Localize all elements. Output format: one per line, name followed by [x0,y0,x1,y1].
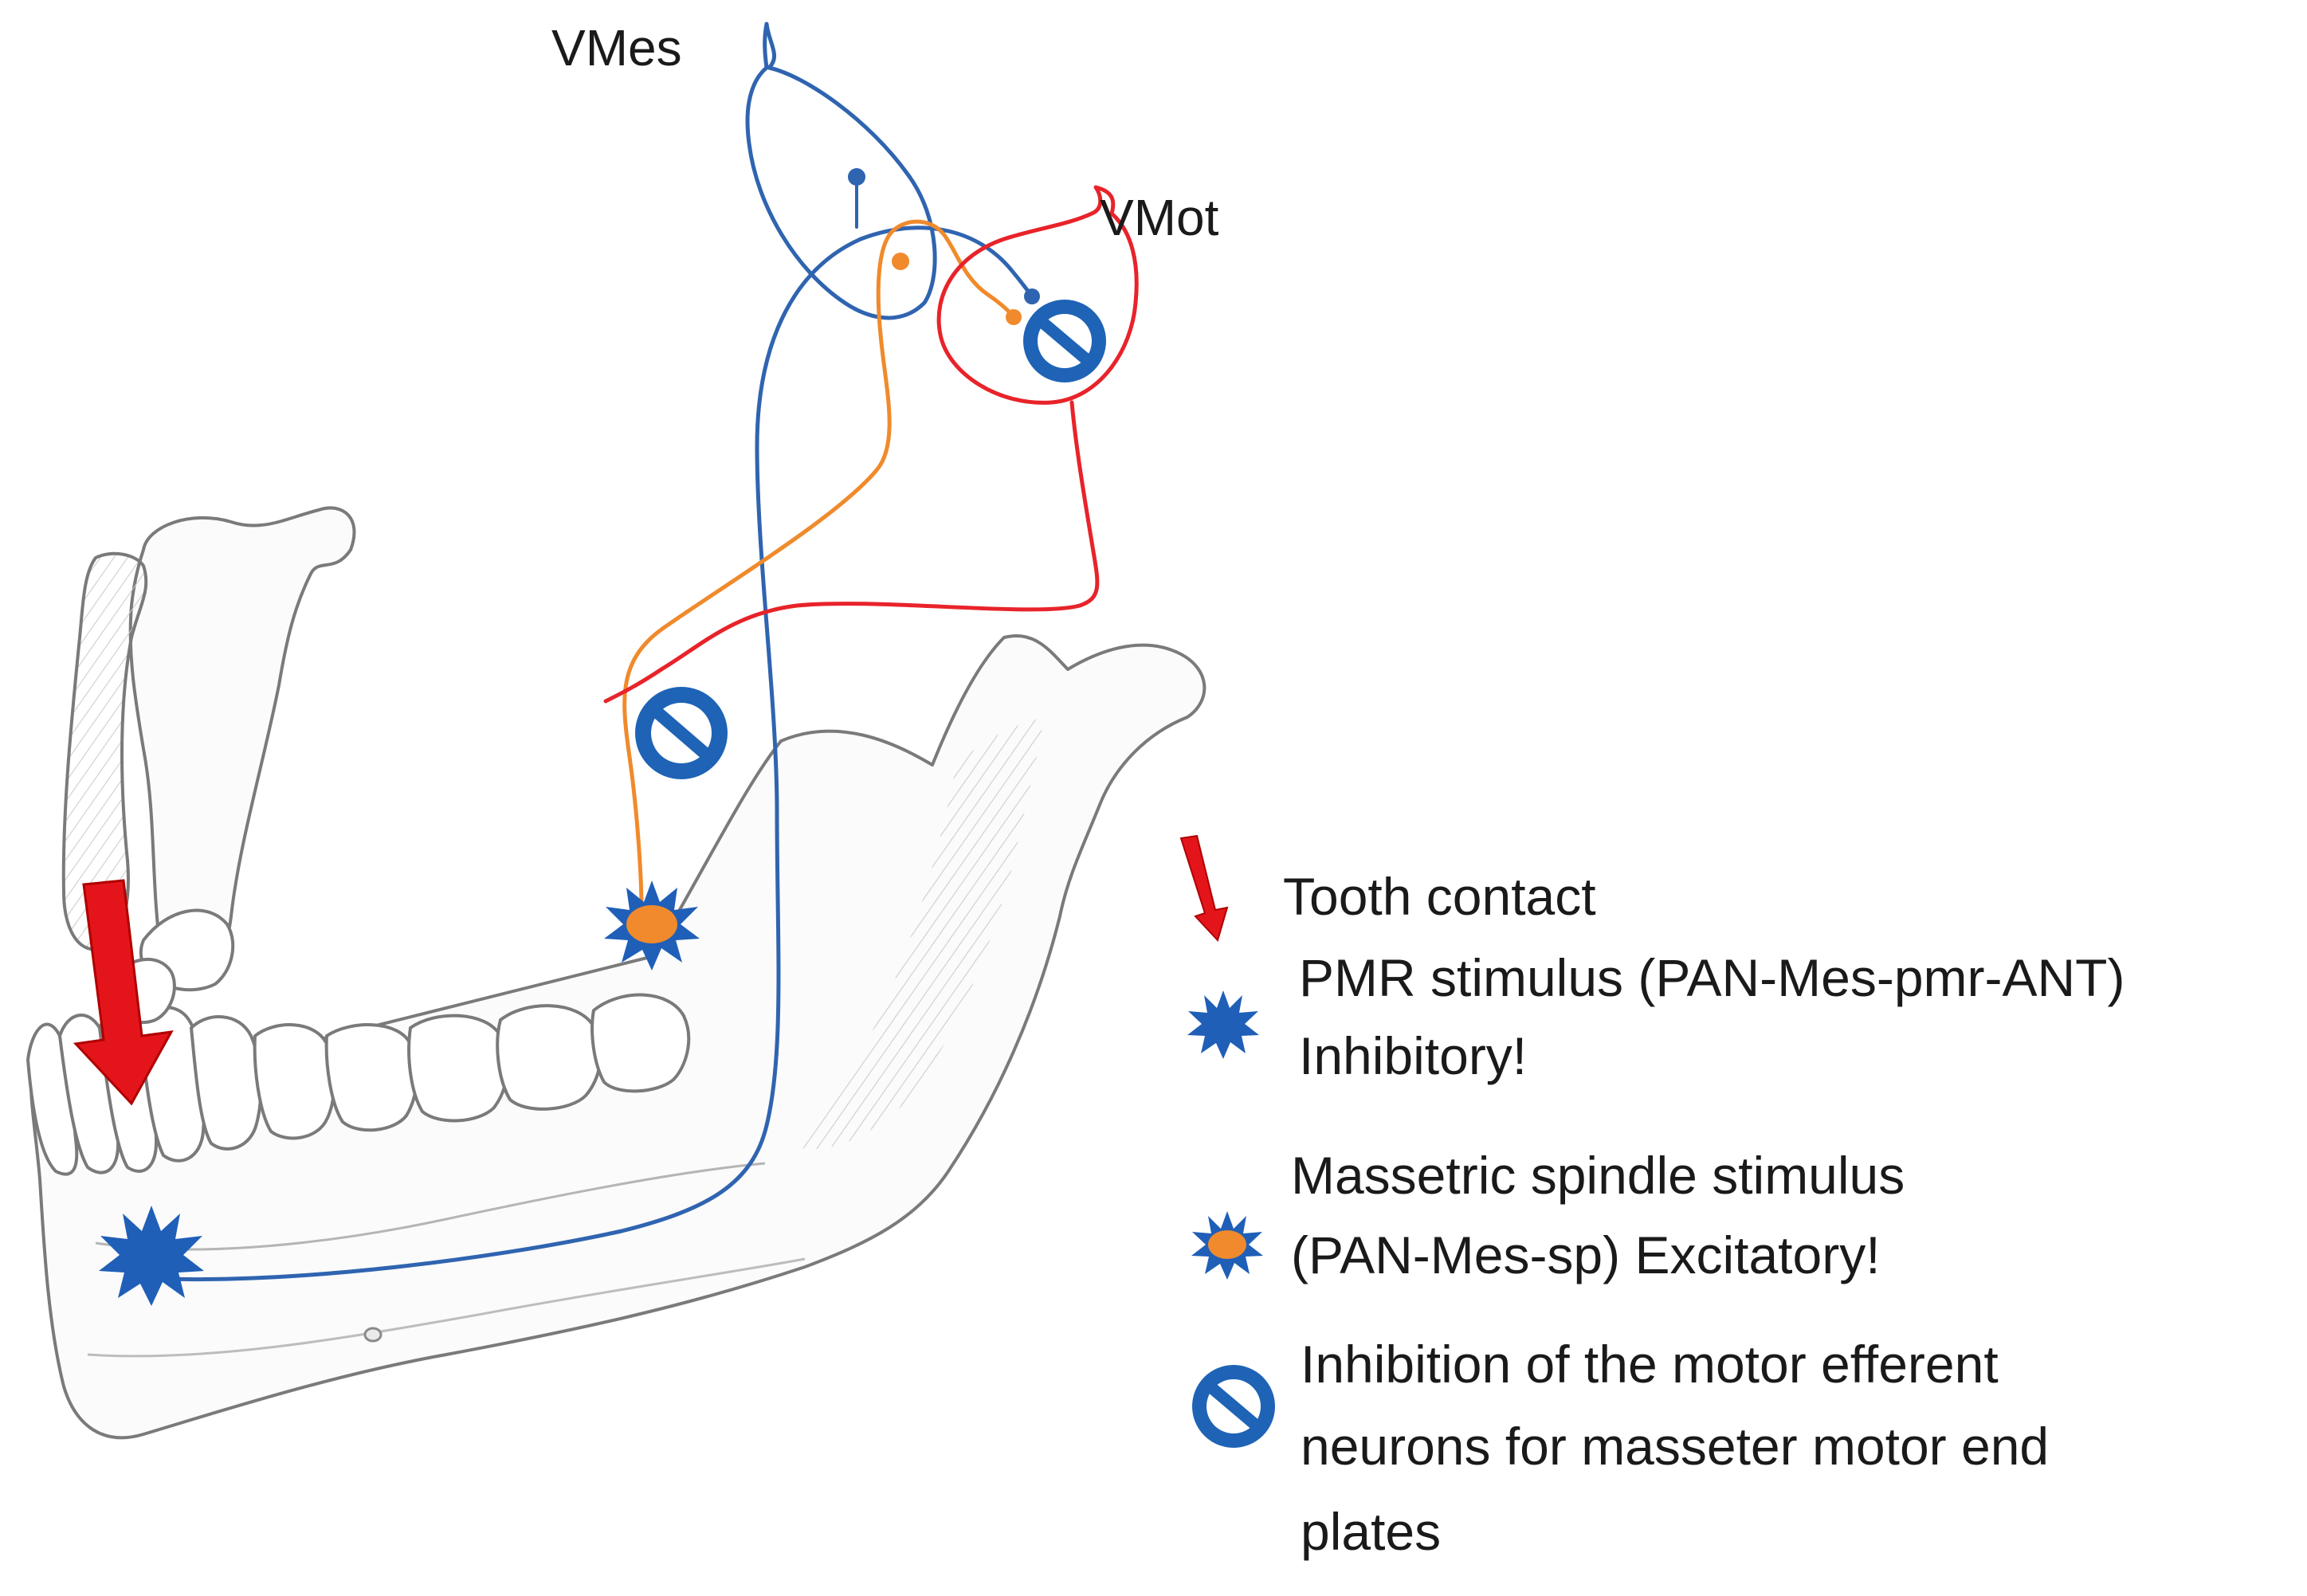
tooth-contact-arrow-icon [73,879,174,1106]
legend: Tooth contact PMR stimulus (PAN-Mes-pmr-… [1179,834,2125,1561]
angle-shadow [797,717,1044,1149]
legend-item-label: PMR stimulus (PAN-Mes-pmr-ANT) [1299,948,2125,1007]
legend-item-label: Inhibition of the motor efferent [1301,1335,1999,1394]
legend-blue-burst-icon [1187,990,1259,1059]
mental-foramen [363,1327,383,1343]
vmes-label: VMes [551,19,682,76]
vmot-nucleus-outline [936,185,1139,405]
vmot-efferent-fiber [603,400,1100,704]
legend-item-tooth-contact: Tooth contact [1179,834,1596,942]
vmes-synapse-terminal [1024,288,1040,304]
vmes-cell-body [848,168,865,186]
neural-pathways [161,22,1139,1282]
vmot-inhibition-symbol-icon [1023,300,1106,382]
vmes-nucleus-outline [745,22,937,320]
legend-red-arrow-icon [1179,834,1229,942]
spindle-synapse-terminal [1006,309,1022,325]
vmot-label: VMot [1100,189,1219,246]
spindle-burst-icon [604,880,700,971]
spindle-cell-body [892,253,909,270]
legend-item-inhibition: Inhibition of the motor efferent neurons… [1192,1335,2049,1561]
coronoid-process [128,506,356,991]
legend-item-label: plates [1301,1502,1441,1561]
legend-inhibition-symbol-icon [1192,1365,1275,1448]
mandible-drawing [26,506,1206,1440]
spindle-afferent-fiber [622,219,1016,911]
fiber-inhibition-symbol-icon [635,687,728,779]
legend-orange-burst-icon [1191,1211,1263,1280]
legend-item-label: neurons for masseter motor end [1301,1417,2049,1476]
pmr-burst-icon [99,1206,204,1306]
legend-item-label: (PAN-Mes-sp) Excitatory! [1291,1225,1881,1284]
legend-item-label: Tooth contact [1283,867,1596,926]
legend-item-pmr-stimulus: PMR stimulus (PAN-Mes-pmr-ANT) Inhibitor… [1187,948,2125,1085]
legend-item-label: Inhibitory! [1299,1026,1527,1085]
legend-item-label: Massetric spindle stimulus [1291,1146,1905,1205]
legend-item-spindle-stimulus: Massetric spindle stimulus (PAN-Mes-sp) … [1191,1146,1905,1284]
